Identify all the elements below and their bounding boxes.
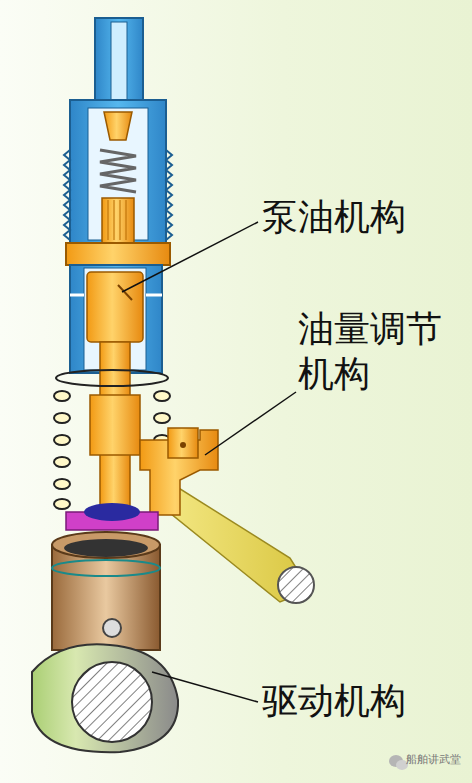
- watermark: 船舶讲武堂: [406, 753, 468, 767]
- control-mechanism: [140, 428, 314, 603]
- leader-line: [122, 222, 296, 702]
- part-label: 油量调节 机构: [298, 306, 468, 396]
- roller-tappet: [52, 532, 160, 650]
- camshaft: [32, 644, 178, 752]
- adjust-nut: [84, 503, 140, 521]
- part-label: 泵油机构: [262, 194, 442, 239]
- valve-holder: [64, 18, 172, 245]
- watermark-icon: [389, 755, 408, 770]
- barrel-flange: [66, 243, 170, 265]
- part-label: 驱动机构: [262, 678, 442, 723]
- plunger: [87, 272, 143, 512]
